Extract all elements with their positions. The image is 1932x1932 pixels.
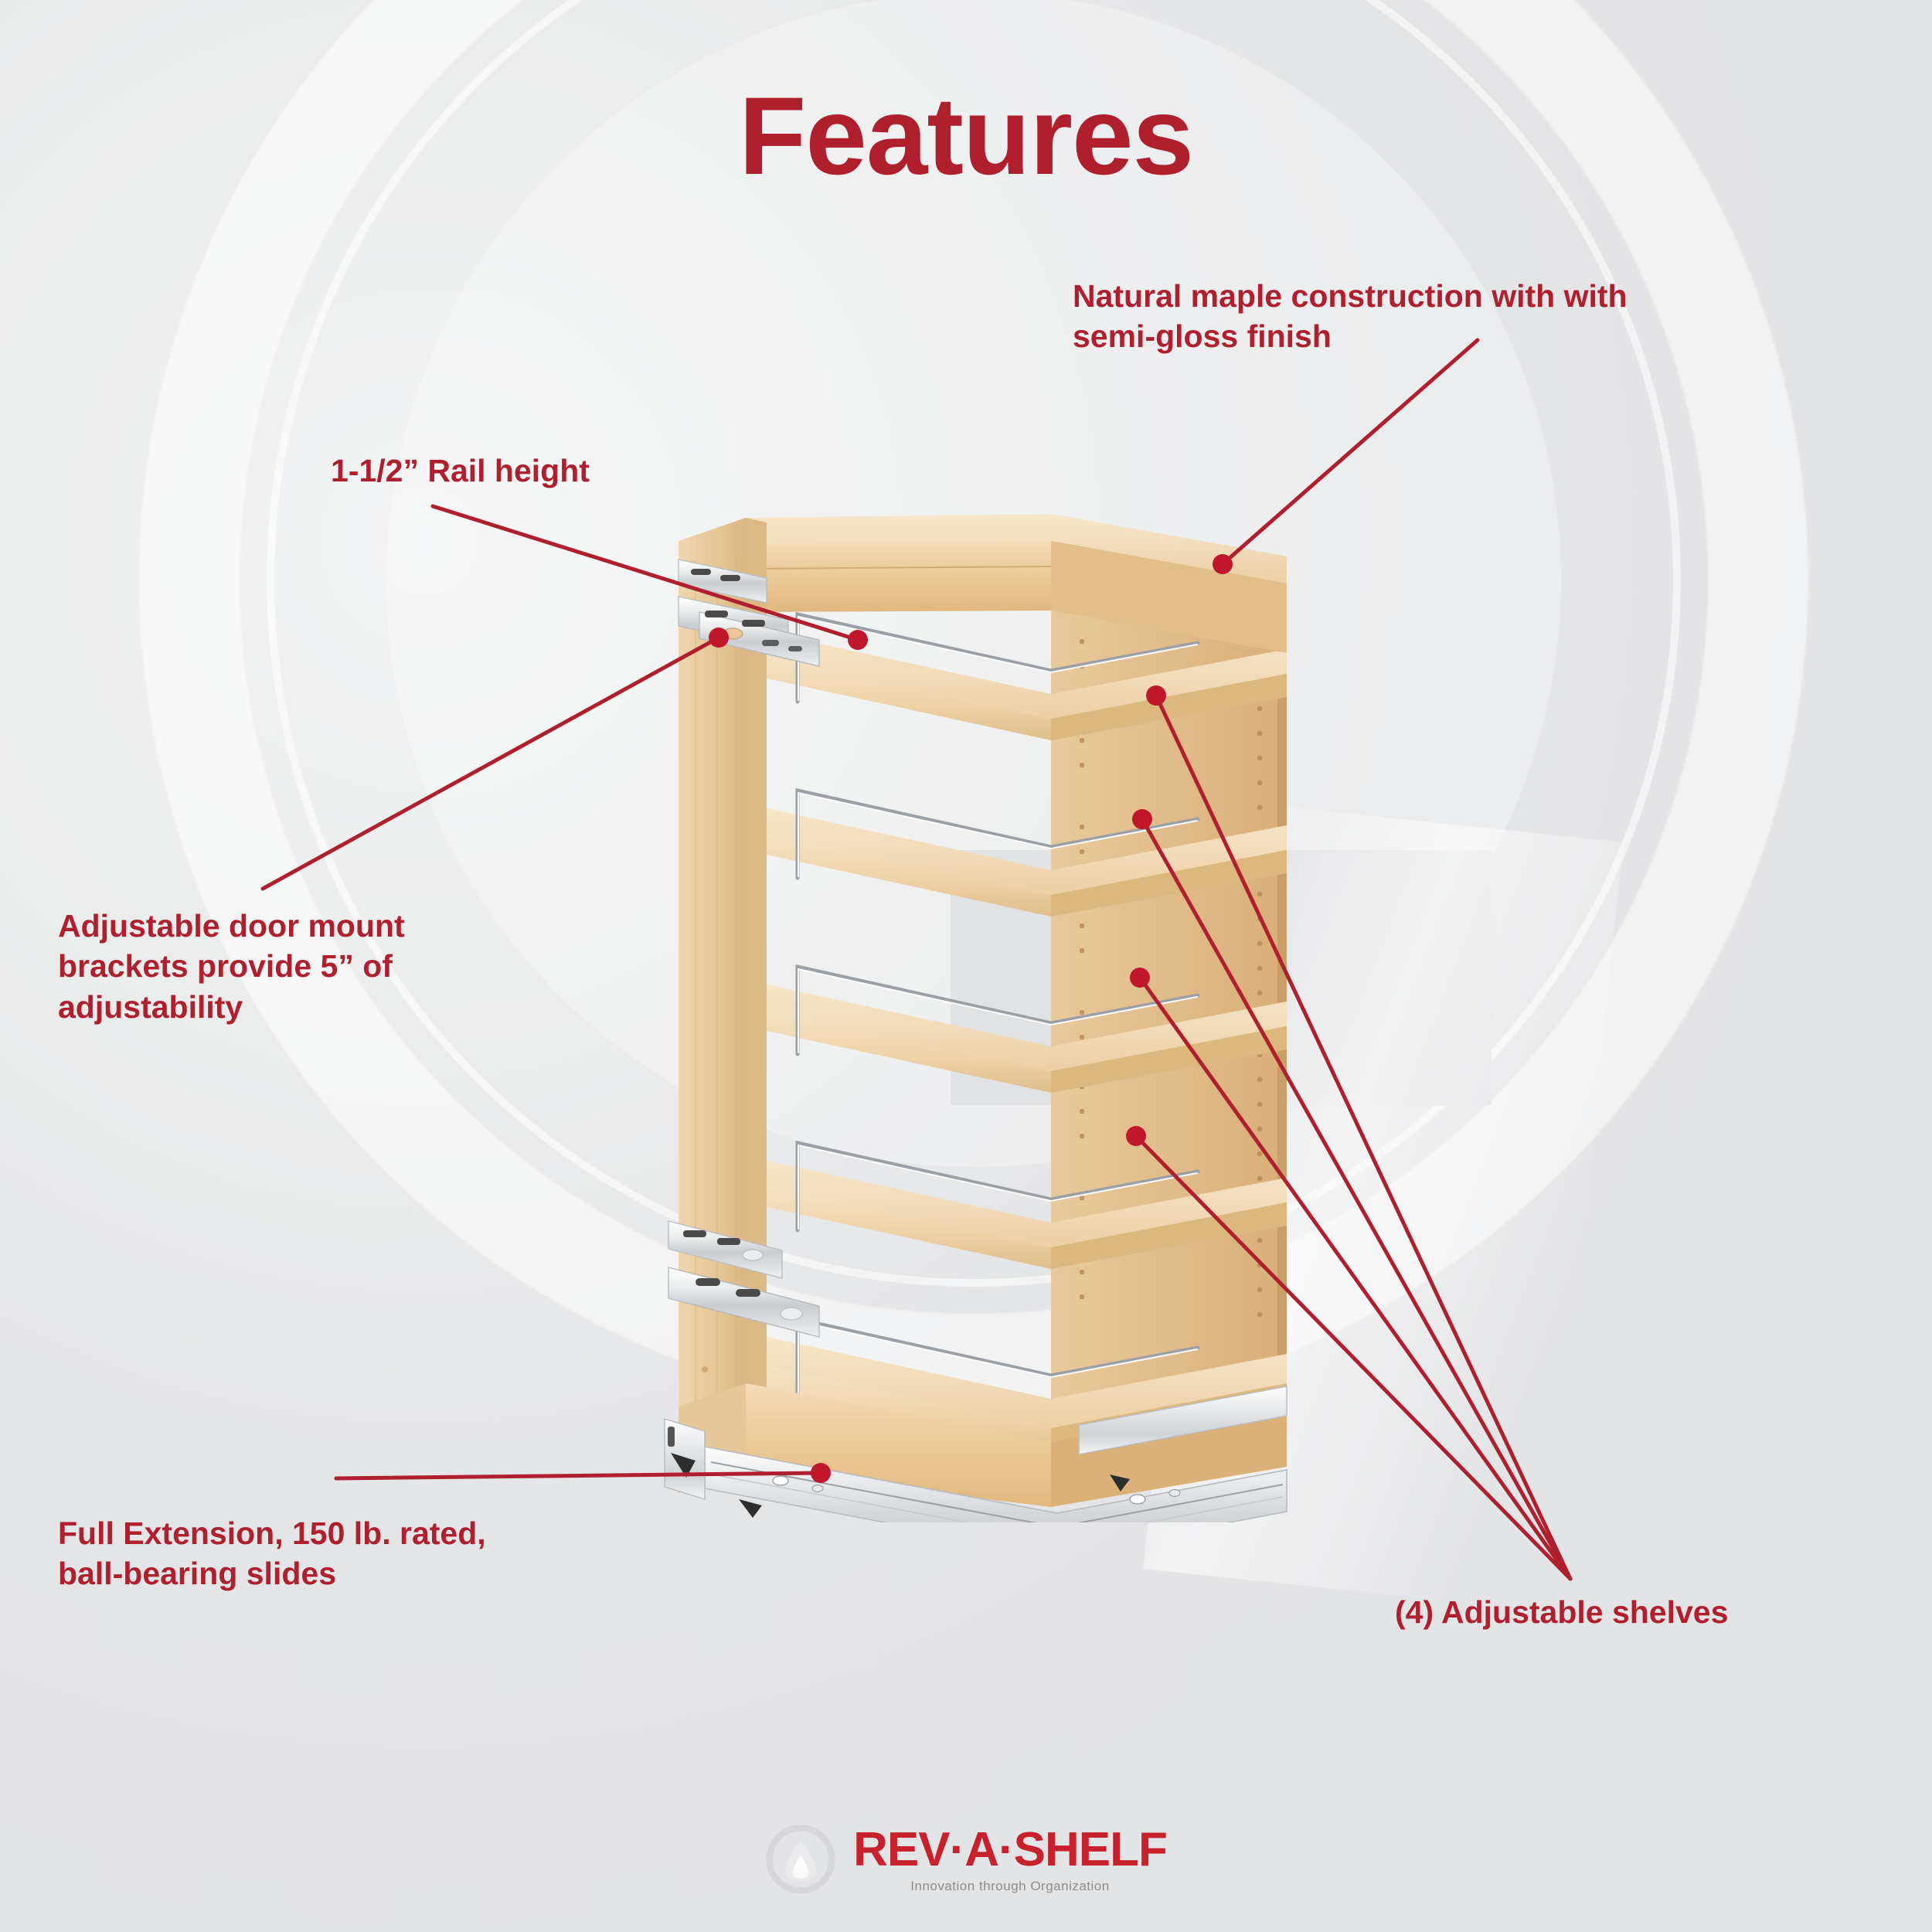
leader-dot-shelf-2	[1132, 809, 1152, 829]
callout-label-natural-maple: Natural maple construction with with sem…	[1073, 278, 1628, 355]
logo-tagline: Innovation through Organization	[910, 1879, 1110, 1893]
callout-label-full-extension-slides: Full Extension, 150 lb. rated, ball-bear…	[58, 1515, 486, 1592]
leader-dot-slides	[811, 1463, 831, 1483]
callout-label-adjustable-shelves: (4) Adjustable shelves	[1395, 1594, 1729, 1630]
leader-dot-bracket	[709, 628, 729, 648]
leader-dot-rail	[848, 630, 868, 650]
leader-dot-maple	[1213, 554, 1233, 574]
logo-wordmark: REV·A·SHELF	[853, 1823, 1168, 1876]
rev-a-shelf-mark-icon	[766, 1825, 835, 1894]
page-title: Features	[738, 75, 1194, 198]
brand-logo: REV·A·SHELF Innovation through Organizat…	[0, 1824, 1932, 1899]
callout-label-rail-height: 1-1/2” Rail height	[331, 453, 590, 488]
callout-label-door-mount-brackets: Adjustable door mount brackets provide 5…	[58, 908, 405, 1025]
leader-dot-shelf-4	[1126, 1126, 1146, 1146]
leader-dot-shelf-3	[1130, 968, 1150, 988]
product-illustration	[587, 495, 1298, 1522]
leader-dot-shelf-1	[1146, 685, 1166, 706]
